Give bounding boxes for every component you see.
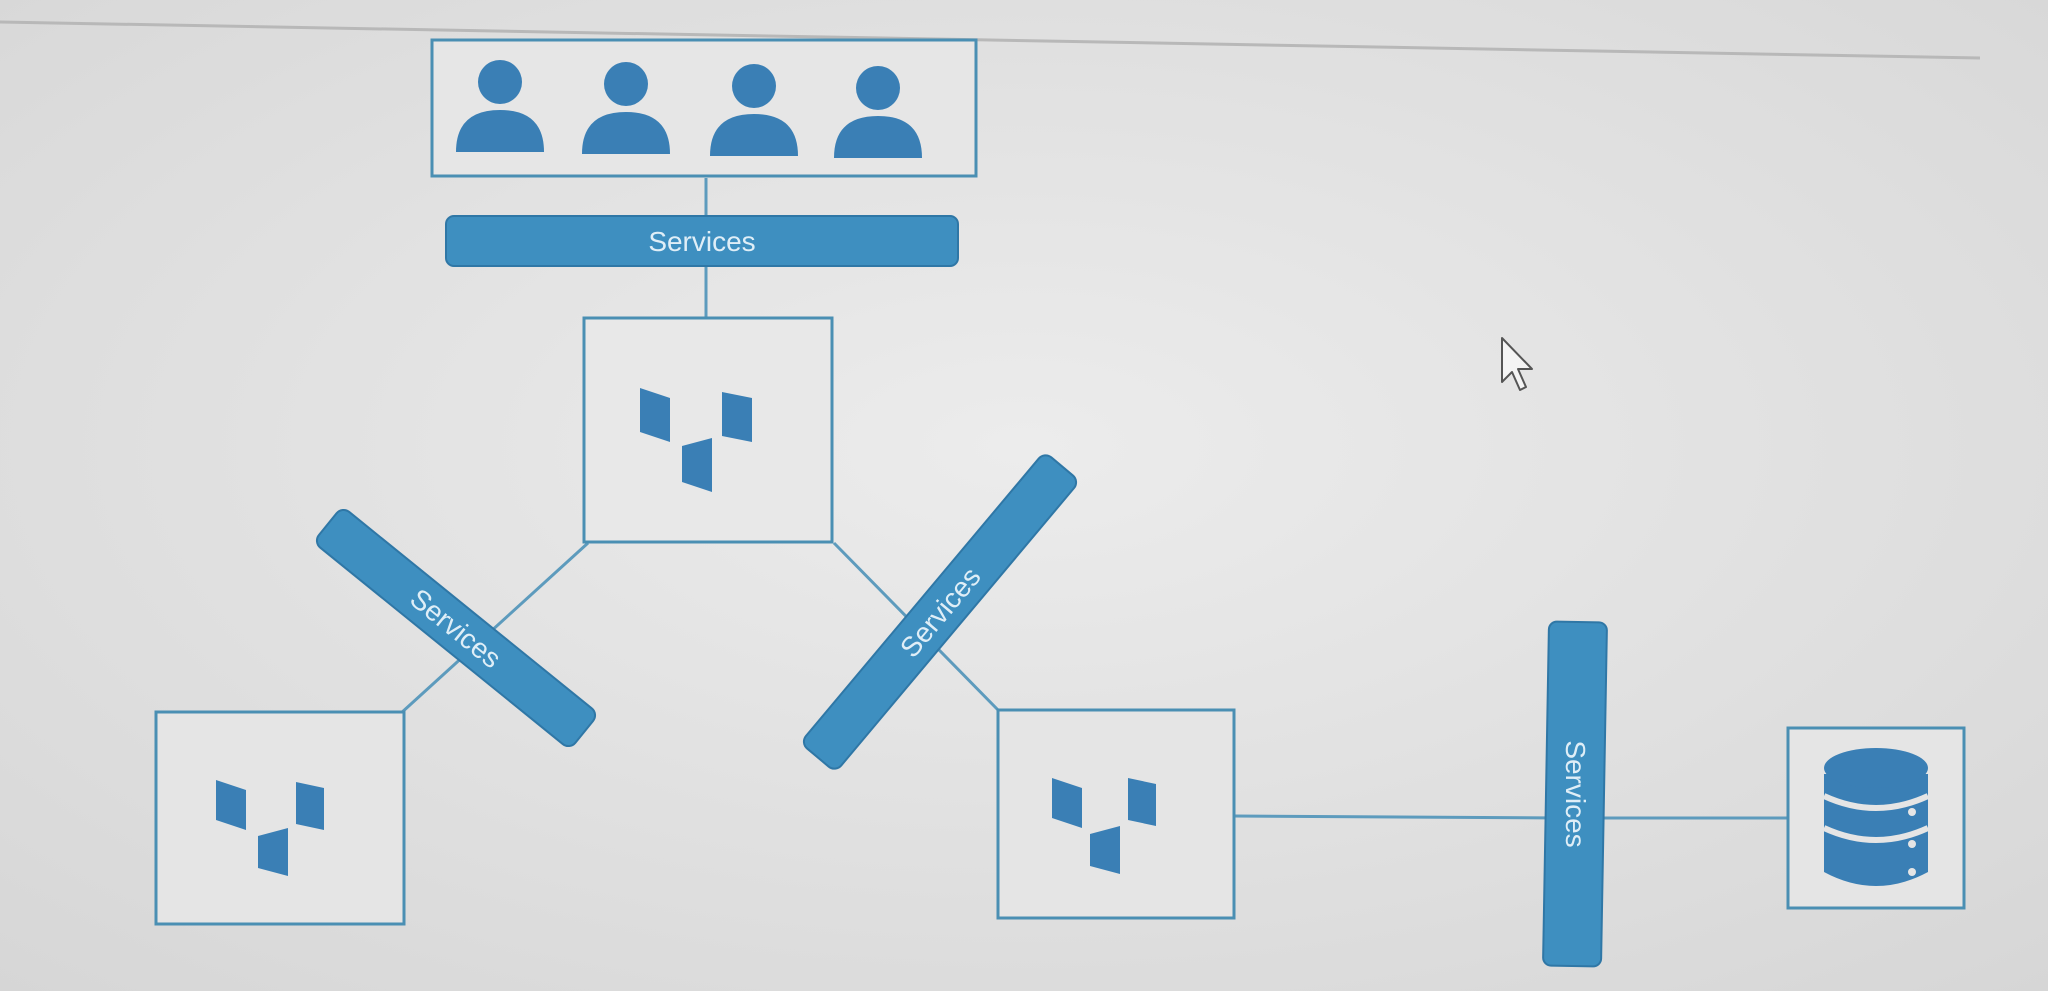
database-icon — [1822, 748, 1930, 886]
mouse-pointer-icon — [1501, 337, 1533, 391]
services-bar-top: Services — [445, 215, 959, 267]
person-icon — [456, 60, 544, 152]
services-label: Services — [1560, 740, 1591, 847]
person-icon — [710, 64, 798, 156]
person-icon — [834, 66, 922, 158]
services-bar-right: Services — [1542, 620, 1608, 968]
component-blocks-icon — [216, 780, 324, 876]
users-group-box — [430, 38, 978, 178]
component-node-bottom-left — [154, 710, 406, 926]
top-divider-line — [0, 20, 1981, 60]
database-node — [1786, 726, 1966, 910]
connector-middle-node-to-right-services — [1233, 814, 1561, 820]
component-node-top — [582, 316, 834, 544]
component-blocks-icon — [640, 388, 752, 492]
person-icon — [582, 62, 670, 154]
component-blocks-icon — [1052, 778, 1156, 874]
services-label: Services — [648, 226, 755, 257]
component-node-bottom-middle — [996, 708, 1236, 920]
